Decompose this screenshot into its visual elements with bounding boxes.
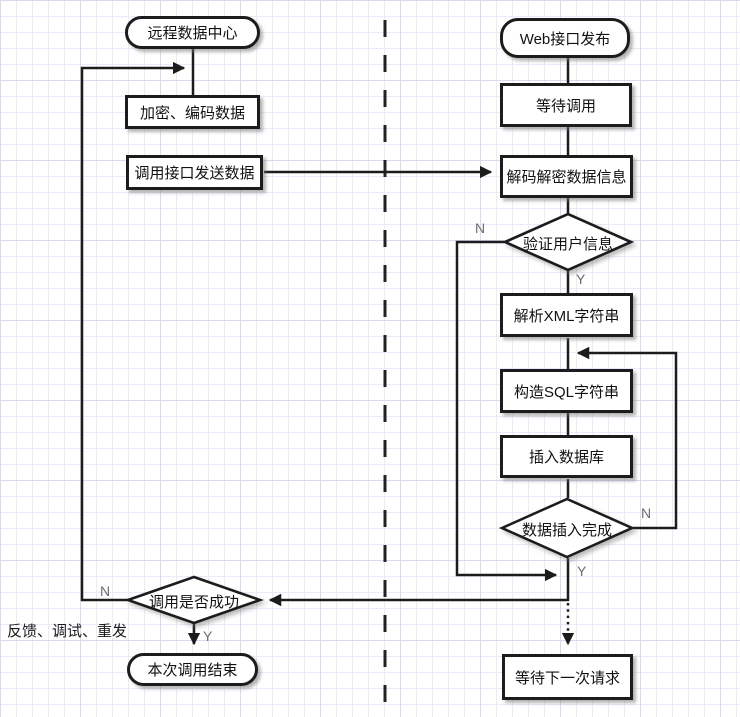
- node-label: 解码解密数据信息: [506, 169, 627, 186]
- node-encrypt-encode[interactable]: 加密、编码数据: [125, 95, 260, 129]
- edge-feedback-loop: [80, 61, 186, 602]
- node-build-sql-string[interactable]: 构造SQL字符串: [500, 369, 633, 413]
- node-call-interface-send[interactable]: 调用接口发送数据: [126, 155, 263, 190]
- node-label: 等待调用: [535, 97, 596, 115]
- node-label: 调用接口发送数据: [134, 165, 255, 182]
- feedback-note: 反馈、调试、重发: [7, 623, 128, 640]
- branch-verify-user-n: N: [475, 220, 486, 236]
- decision-insert-done-label[interactable]: 数据插入完成: [521, 522, 612, 539]
- node-label: 构造SQL字符串: [513, 383, 619, 401]
- decision-verify-user-label[interactable]: 验证用户信息: [522, 236, 613, 253]
- branch-insert-done-n: N: [641, 505, 652, 521]
- node-wait-next-request[interactable]: 等待下一次请求: [502, 654, 633, 700]
- branch-insert-done-y: Y: [577, 563, 587, 579]
- node-parse-xml-string[interactable]: 解析XML字符串: [500, 293, 633, 337]
- node-label: Web接口发布: [519, 30, 611, 48]
- node-label: 加密、编码数据: [139, 104, 245, 122]
- edge-insertdone-y-to-success: [268, 558, 570, 607]
- node-wait-for-call[interactable]: 等待调用: [500, 83, 632, 127]
- node-web-interface-publish[interactable]: Web接口发布: [500, 18, 630, 58]
- node-call-end[interactable]: 本次调用结束: [127, 653, 258, 686]
- node-label: 等待下一次请求: [514, 669, 620, 687]
- node-decode-decrypt-info[interactable]: 解码解密数据信息: [500, 155, 633, 198]
- node-insert-database[interactable]: 插入数据库: [500, 435, 633, 478]
- branch-call-success-n: N: [100, 583, 111, 599]
- branch-verify-user-y: Y: [576, 271, 586, 287]
- node-label: 本次调用结束: [147, 662, 238, 679]
- node-label: 插入数据库: [528, 449, 604, 466]
- node-remote-data-center[interactable]: 远程数据中心: [125, 16, 260, 49]
- node-label: 远程数据中心: [147, 25, 238, 42]
- decision-call-success-label[interactable]: 调用是否成功: [148, 594, 239, 611]
- branch-call-success-y: Y: [203, 628, 213, 644]
- node-label: 解析XML字符串: [513, 307, 620, 325]
